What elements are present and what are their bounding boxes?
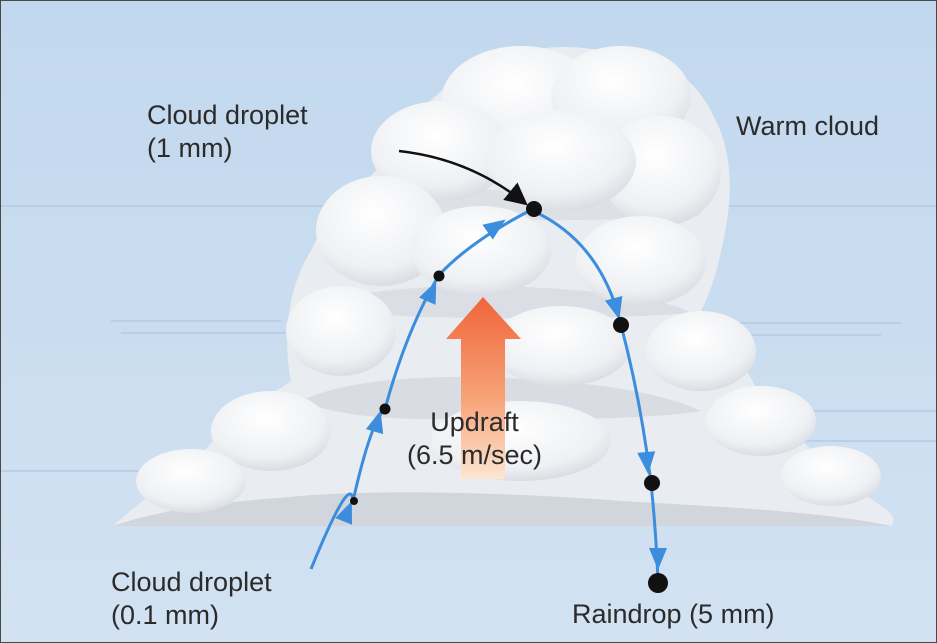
top-droplet-label-line2: (1 mm)	[147, 133, 233, 163]
bottom-droplet-label: Cloud droplet (0.1 mm)	[111, 566, 272, 632]
arrowhead-icon	[604, 295, 623, 320]
top-label-pointer	[398, 149, 528, 206]
raindrop-label: Raindrop (5 mm)	[572, 599, 775, 629]
arrowhead-icon	[335, 500, 352, 525]
top-droplet-label-line1: Cloud droplet	[147, 100, 308, 130]
droplet-icon	[613, 317, 629, 333]
droplet-icon	[526, 201, 542, 217]
top-droplet-label: Cloud droplet (1 mm)	[147, 99, 308, 165]
droplet-icon	[379, 403, 391, 415]
bottom-droplet-label-line2: (0.1 mm)	[111, 600, 219, 630]
droplets	[350, 201, 668, 593]
droplet-icon	[648, 573, 668, 593]
arrowhead-icon	[649, 548, 667, 570]
bottom-droplet-label-line1: Cloud droplet	[111, 567, 272, 597]
droplet-icon	[644, 475, 660, 491]
updraft-label-line1: Updraft	[430, 407, 519, 437]
arrowhead-icon	[637, 451, 656, 474]
path-arrowheads	[335, 219, 667, 570]
warm-cloud-label: Warm cloud	[736, 111, 880, 141]
droplet-trajectory	[309, 208, 660, 582]
arrowhead-icon	[419, 281, 437, 305]
updraft-label: Updraft (6.5 m/sec)	[407, 406, 542, 472]
updraft-label-line2: (6.5 m/sec)	[407, 440, 543, 470]
arrowhead-icon	[482, 219, 506, 240]
up-arrow-icon	[446, 297, 521, 479]
droplet-icon	[433, 270, 445, 282]
arrowhead-icon	[365, 410, 384, 435]
droplet-icon	[350, 497, 358, 505]
